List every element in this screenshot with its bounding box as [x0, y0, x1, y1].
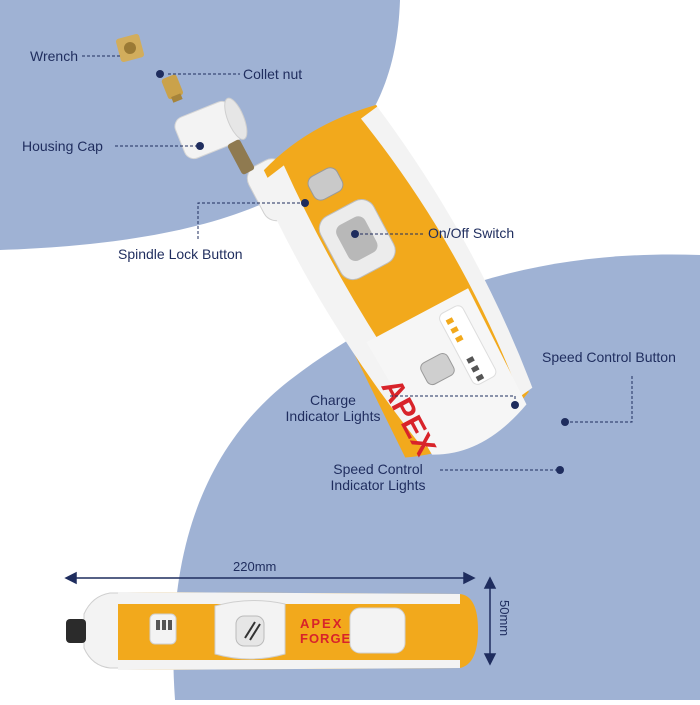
side-brand-line2: FORGE: [300, 631, 351, 646]
label-housing-cap: Housing Cap: [22, 138, 103, 154]
main-tool: APEX: [246, 104, 533, 461]
label-spindle-lock: Spindle Lock Button: [118, 246, 243, 262]
label-charge-line2: Indicator Lights: [285, 408, 381, 424]
housing-cap: [174, 97, 248, 160]
collet-nut: [161, 74, 184, 103]
label-collet-nut: Collet nut: [243, 66, 303, 82]
label-speed-line1: Speed Control: [333, 461, 423, 477]
label-on-off-switch: On/Off Switch: [428, 225, 515, 241]
dimension-height: 50mm: [497, 600, 512, 637]
wrench: [115, 33, 145, 63]
label-speed-indicator: Speed Control Indicator Lights: [318, 461, 438, 493]
side-view-tool: APEX FORGE: [66, 592, 478, 670]
label-wrench: Wrench: [30, 48, 78, 64]
label-charge-line1: Charge: [310, 392, 356, 408]
bottom-background-shape: [173, 254, 700, 700]
dimension-length: 220mm: [233, 559, 277, 574]
spindle: [227, 139, 255, 175]
side-brand-line1: APEX: [300, 616, 343, 631]
label-charge-indicator: Charge Indicator Lights: [275, 392, 391, 424]
label-speed-line2: Indicator Lights: [330, 477, 426, 493]
label-speed-control-button: Speed Control Button: [542, 349, 676, 365]
